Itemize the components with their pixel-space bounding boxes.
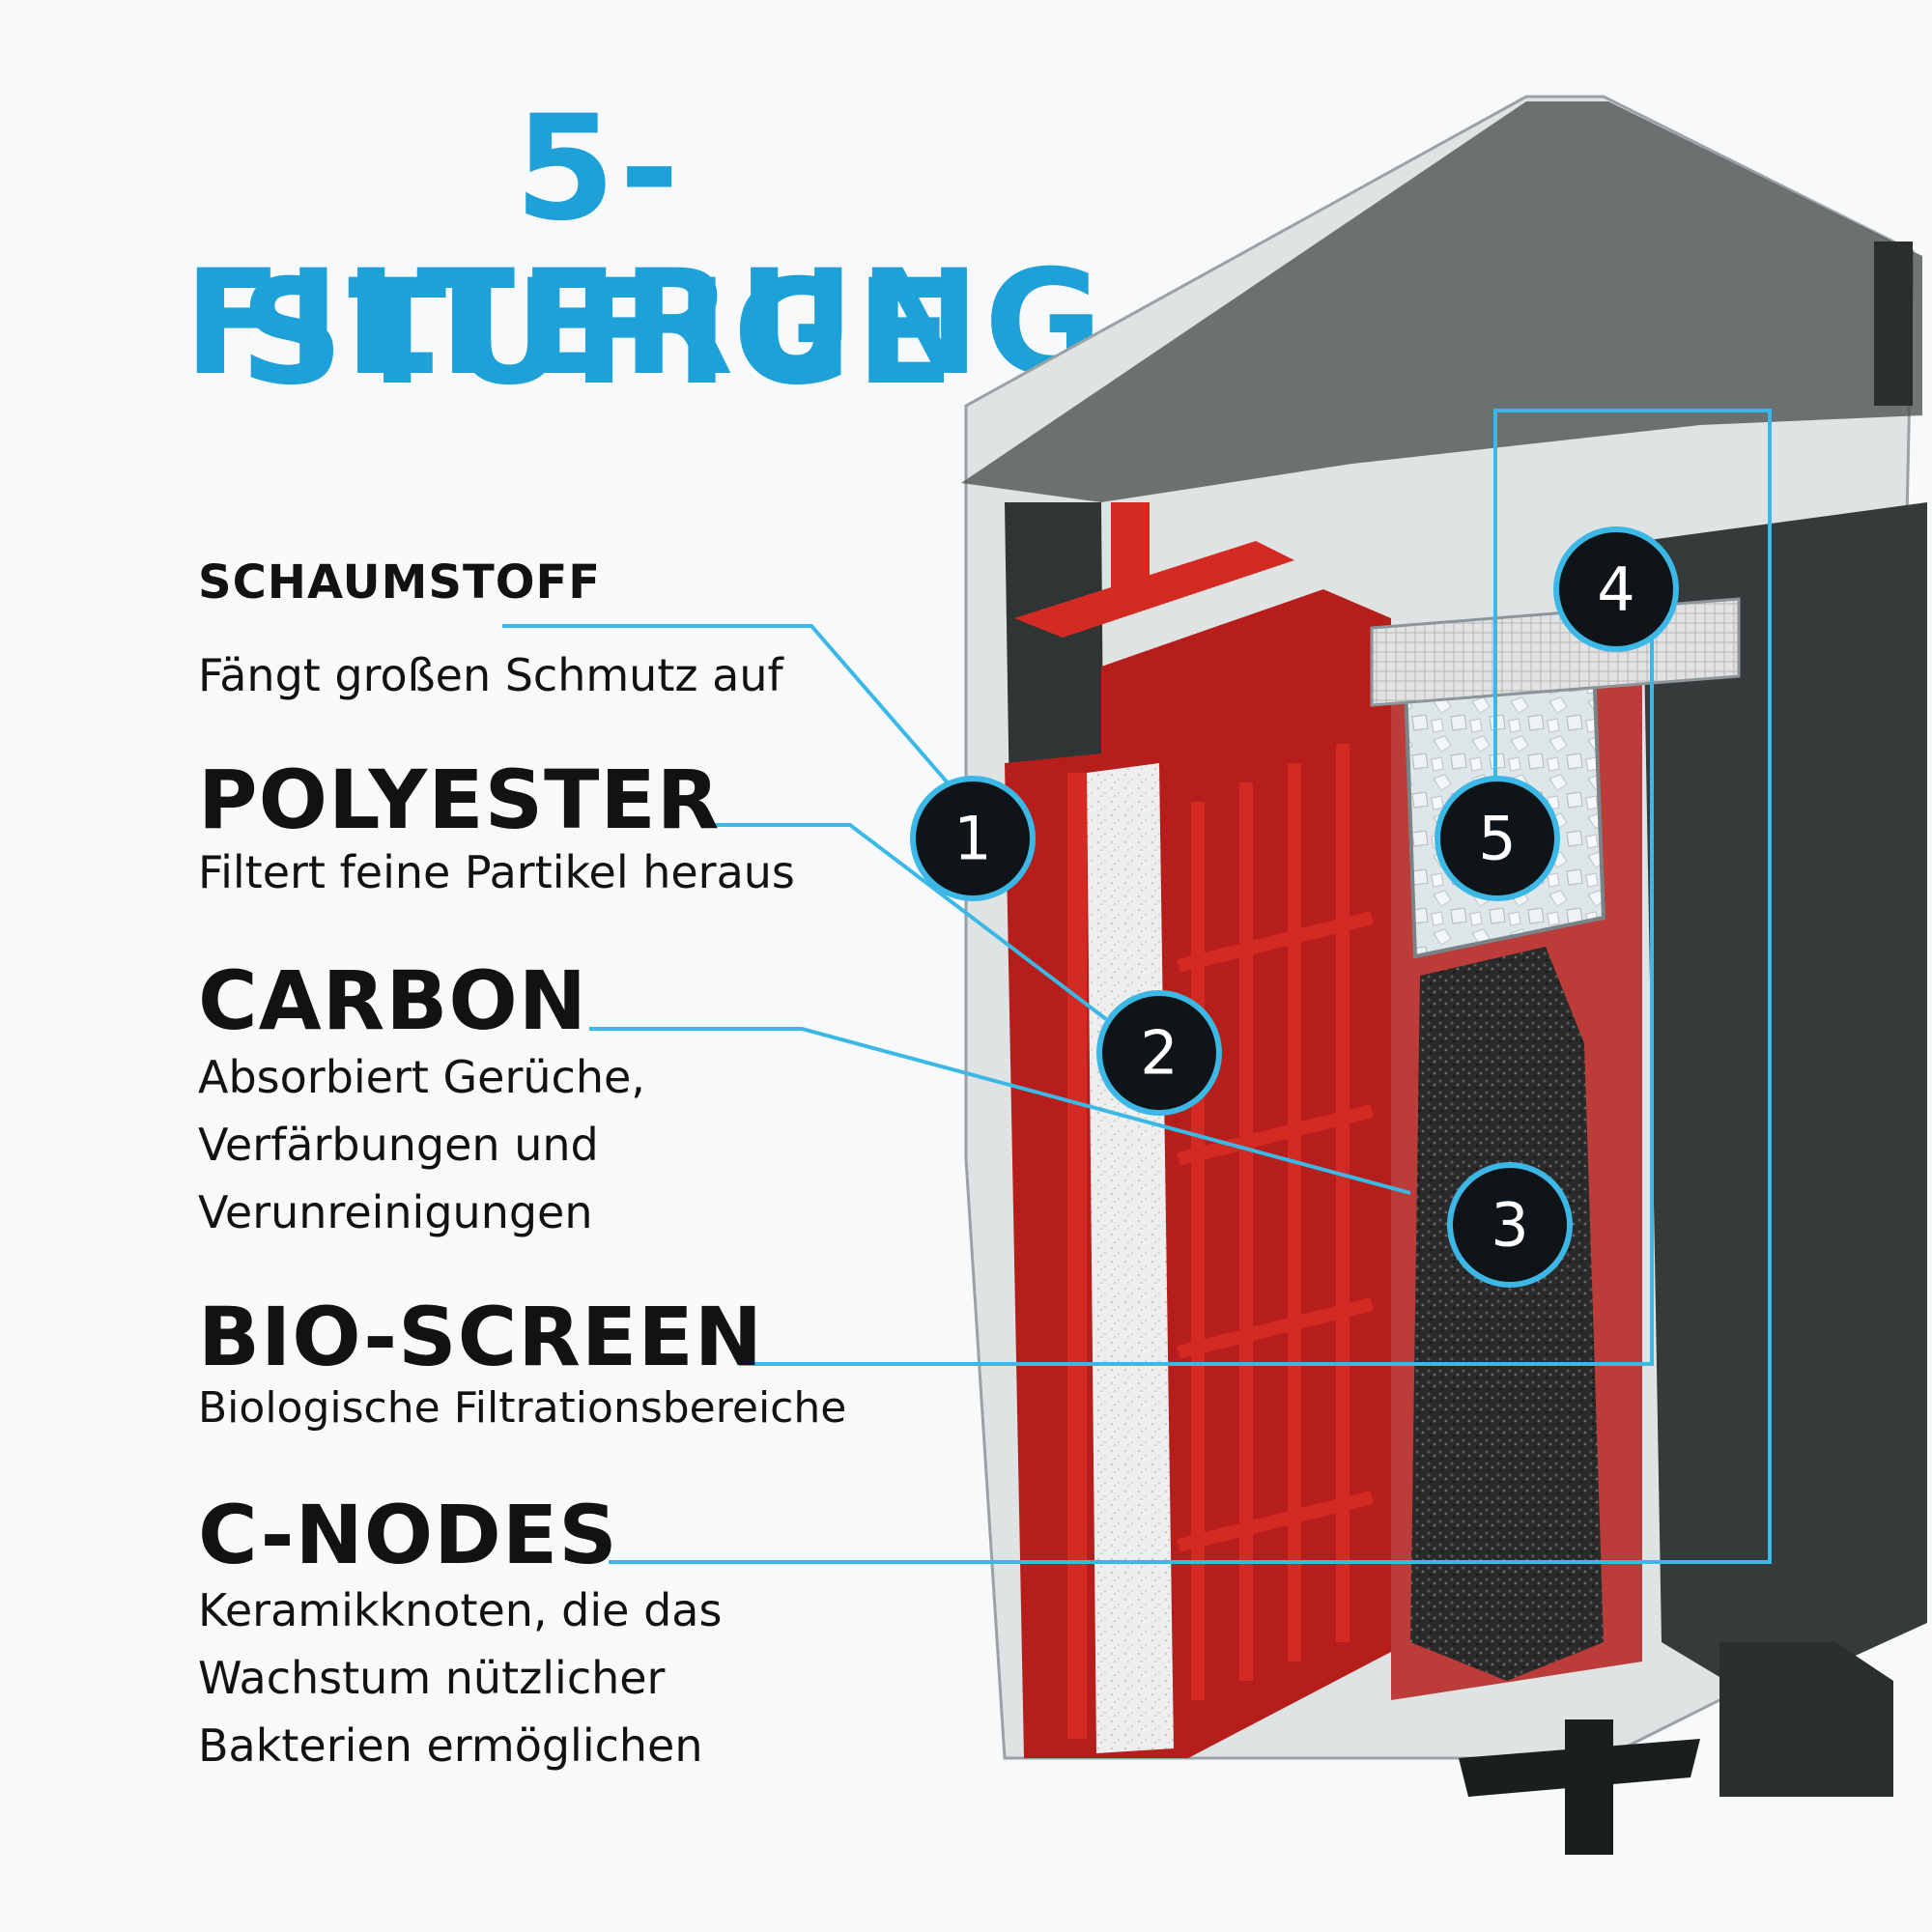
badge-3: 3 xyxy=(1447,1162,1573,1288)
badge-4: 4 xyxy=(1553,526,1679,652)
stage-2-description: Filtert feine Partikel heraus xyxy=(198,846,795,898)
carbon-bag xyxy=(1410,947,1604,1681)
badge-1-number: 1 xyxy=(953,804,991,874)
badge-4-number: 4 xyxy=(1597,554,1634,625)
badge-2: 2 xyxy=(1096,990,1222,1116)
title-line-1: 5-STUFIGE xyxy=(239,85,958,417)
foam-pad xyxy=(1087,763,1174,1753)
badge-2-number: 2 xyxy=(1140,1018,1178,1089)
badge-5: 5 xyxy=(1435,776,1560,901)
badge-1: 1 xyxy=(910,776,1036,901)
stage-5-description: Keramikknoten, die das Wachstum nützlich… xyxy=(198,1584,723,1772)
stage-4-description: Biologische Filtrationsbereiche xyxy=(198,1383,847,1433)
stage-3-name: CARBON xyxy=(198,953,588,1048)
stage-1-name: SCHAUMSTOFF xyxy=(198,555,602,610)
stage-1-description: Fängt großen Schmutz auf xyxy=(198,649,783,701)
stage-3-description: Absorbiert Gerüche, Verfärbungen und Ver… xyxy=(198,1051,645,1238)
red-grid xyxy=(1177,744,1374,1700)
stage-4-name: BIO-SCREEN xyxy=(198,1290,763,1384)
badge-3-number: 3 xyxy=(1491,1190,1528,1261)
leader-lines xyxy=(502,409,1772,1564)
stage-5-name: C-NODES xyxy=(198,1488,618,1582)
stage-2-name: POLYESTER xyxy=(198,753,721,847)
title-line-2: FILTERUNG xyxy=(184,240,1107,408)
badge-5-number: 5 xyxy=(1478,804,1516,874)
